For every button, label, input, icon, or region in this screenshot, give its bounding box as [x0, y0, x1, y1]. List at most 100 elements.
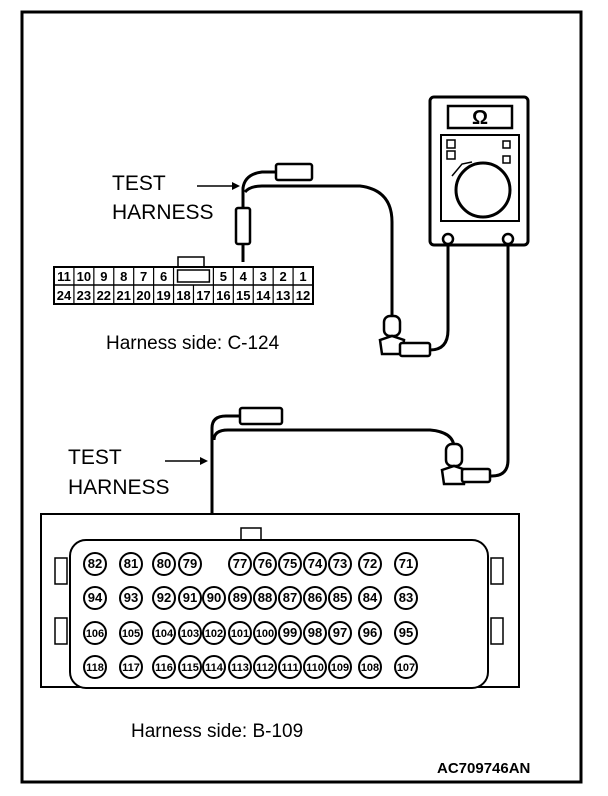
pin-label: 106: [86, 628, 104, 640]
switch-icon: [446, 150, 456, 160]
pin-circle: [253, 621, 277, 645]
pin-label: 18: [176, 288, 190, 303]
pin-circle: [152, 552, 176, 576]
pin-circle: [278, 586, 302, 610]
pin-circle: [394, 655, 418, 679]
pin-label: 88: [258, 590, 272, 605]
switch-icon: [502, 155, 511, 164]
pin-label: 99: [283, 625, 297, 640]
pin-label: 2: [279, 269, 286, 284]
pin-label: 82: [88, 556, 102, 571]
pin-label: 16: [216, 288, 230, 303]
pin-circle: [83, 621, 107, 645]
alligator-clip-icon: [444, 442, 464, 468]
pin-label: 17: [196, 288, 210, 303]
switch-icon: [446, 139, 456, 149]
test-harness-label-lower: TEST HARNESS: [68, 446, 208, 499]
pin-label: 10: [77, 269, 91, 284]
pin-label: 20: [136, 288, 150, 303]
pin-circle: [303, 552, 327, 576]
pin-circle: [278, 621, 302, 645]
pin-label: 109: [331, 662, 349, 674]
pin-circle: [152, 621, 176, 645]
pin-label: 101: [231, 628, 249, 640]
pin-label: 110: [306, 662, 324, 674]
pin-circle: [228, 655, 252, 679]
pin-label: 87: [283, 590, 297, 605]
pin-label: 103: [181, 628, 199, 640]
pin-label: 11: [57, 269, 71, 284]
pin-label: 80: [157, 556, 171, 571]
pin-circle: [178, 621, 202, 645]
pin-circle: [119, 586, 143, 610]
pin-label: 83: [399, 590, 413, 605]
pin-label: 100: [256, 628, 274, 640]
pin-label: 98: [308, 625, 322, 640]
pin-circle: [358, 552, 382, 576]
meter-terminal-icon: [501, 232, 515, 246]
figure-code: AC709746AN: [437, 760, 530, 777]
pin-label: 77: [233, 556, 247, 571]
pin-label: 19: [156, 288, 170, 303]
pin-circle: [178, 586, 202, 610]
pin-label: 96: [363, 625, 377, 640]
pin-circle: [202, 655, 226, 679]
pin-label: 12: [296, 288, 310, 303]
svg-text:HARNESS: HARNESS: [112, 201, 214, 224]
pin-circle: [178, 655, 202, 679]
svg-text:TEST: TEST: [68, 446, 122, 469]
pin-circle: [394, 621, 418, 645]
ohmmeter: Ω: [428, 95, 530, 247]
pin-circle: [228, 552, 252, 576]
pin-label: 118: [86, 662, 104, 674]
pin-circle: [152, 586, 176, 610]
svg-text:HARNESS: HARNESS: [68, 476, 170, 499]
pin-circle: [119, 621, 143, 645]
connector-lock-tab: [177, 256, 205, 268]
meter-terminal-icon: [441, 232, 455, 246]
pin-circle: [278, 655, 302, 679]
pin-label: 79: [183, 556, 197, 571]
pin-circle: [119, 655, 143, 679]
pin-label: 116: [155, 662, 173, 674]
test-harness-label-upper: TEST HARNESS: [112, 172, 240, 224]
ohmmeter-display: [446, 104, 514, 130]
pin-label: 5: [220, 269, 227, 284]
pin-circle: [83, 586, 107, 610]
pin-label: 4: [240, 269, 248, 284]
pin-label: 21: [116, 288, 130, 303]
pin-label: 8: [120, 269, 127, 284]
cavity-blank: [176, 269, 211, 283]
pin-circle: [328, 586, 352, 610]
connector-c124-caption: Harness side: C-124: [106, 333, 280, 354]
connector-b109-caption: Harness side: B-109: [131, 721, 303, 742]
pin-label: 22: [97, 288, 111, 303]
plug-icon: [238, 406, 284, 426]
pin-label: 92: [157, 590, 171, 605]
pin-label: 108: [361, 662, 379, 674]
pin-label: 97: [333, 625, 347, 640]
pin-circle: [253, 552, 277, 576]
pin-label: 76: [258, 556, 272, 571]
pin-circle: [278, 552, 302, 576]
pin-label: 24: [57, 288, 72, 303]
pin-circle: [152, 655, 176, 679]
pin-label: 113: [231, 662, 249, 674]
pin-label: 114: [205, 662, 224, 674]
switch-icon: [502, 140, 511, 149]
pin-circle: [303, 655, 327, 679]
pin-circle: [178, 552, 202, 576]
pin-circle: [394, 586, 418, 610]
pin-label: 14: [256, 288, 271, 303]
pin-label: 95: [399, 625, 413, 640]
pin-label: 23: [77, 288, 91, 303]
pin-circle: [358, 621, 382, 645]
alligator-clip-icon: [382, 314, 402, 338]
pin-circle: [83, 552, 107, 576]
pin-label: 111: [281, 662, 298, 674]
pin-label: 75: [283, 556, 297, 571]
test-harness-upper: [234, 162, 432, 358]
